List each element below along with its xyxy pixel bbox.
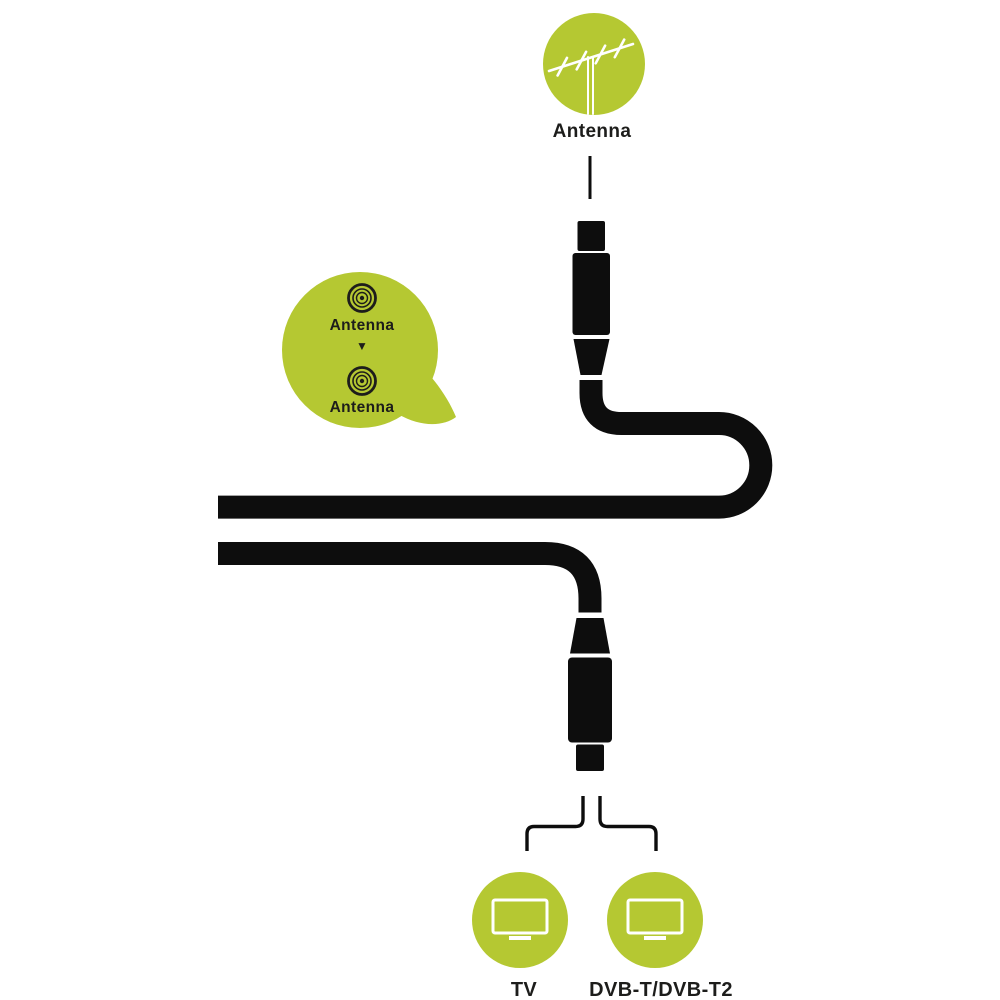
down-arrow-icon: ▼	[356, 339, 368, 353]
plug-strain-relief	[573, 339, 610, 375]
speech-bubble	[282, 272, 456, 428]
device-plug-connector	[568, 618, 612, 771]
bubble-to-label: Antenna	[329, 399, 395, 416]
tv-circle	[472, 872, 568, 968]
antenna-label: Antenna	[552, 121, 632, 142]
plug-tip	[577, 221, 605, 251]
coax-connector-icon	[347, 366, 377, 396]
plug-strain-relief	[570, 618, 610, 654]
dvbt-circle	[607, 872, 703, 968]
tv-icon	[626, 898, 684, 940]
cable-lower-run	[218, 542, 602, 613]
antenna-icon	[547, 38, 635, 115]
tv-label: TV	[510, 979, 538, 1000]
dvbt-label: DVB-T/DVB-T2	[589, 979, 733, 1000]
bubble-tail	[398, 367, 456, 425]
split-bracket	[525, 796, 658, 851]
plug-tip	[576, 744, 604, 771]
tv-icon	[491, 898, 549, 940]
antenna-plug-connector	[572, 221, 610, 375]
plug-body	[572, 253, 610, 335]
coax-connector-icon	[347, 283, 377, 313]
plug-body	[568, 657, 612, 743]
tv-node	[472, 872, 568, 968]
dvbt-node	[607, 872, 703, 968]
cable-upper-run	[218, 380, 773, 519]
bubble-body	[282, 272, 438, 428]
antenna-node	[543, 13, 645, 115]
bubble-from-label: Antenna	[329, 317, 395, 334]
